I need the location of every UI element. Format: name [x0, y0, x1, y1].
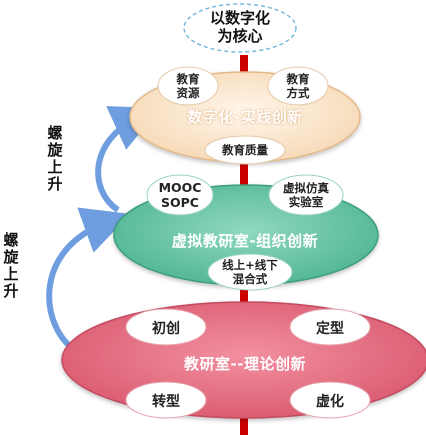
- middle-tag-bubble: [207, 253, 293, 291]
- spiral-label-upper: 螺 旋 上 升: [47, 124, 63, 193]
- middle-tag-virtual-lab: 虚拟仿真 实验室: [283, 181, 329, 209]
- spiral-label-lower: 螺 旋 上 升: [3, 231, 19, 300]
- bottom-tag-bubble: [125, 308, 207, 346]
- middle-level-title: 虚拟教研室-组织创新: [171, 232, 319, 250]
- bottom-tag-bubble: [125, 381, 207, 419]
- middle-tag-blended: 线上+线下 混合式: [222, 258, 278, 286]
- middle-tag-mooc-sopc: MOOC SOPC: [158, 180, 202, 210]
- core-ellipse: [183, 3, 297, 53]
- spiral-arrow-upper: [95, 106, 160, 213]
- bottom-tag-bubble: [289, 308, 371, 346]
- top-tag-bubble: [267, 66, 329, 106]
- bottom-tag-virtualization: 虚化: [316, 394, 344, 410]
- top-level-title: 数字化-实践创新: [187, 108, 303, 126]
- top-tag-bubble: [204, 135, 286, 165]
- bottom-tag-transformation: 转型: [152, 394, 180, 410]
- top-tag-education-resources: 教育 资源: [176, 72, 200, 100]
- bottom-tag-bubble: [289, 381, 371, 419]
- bottom-tag-stereotype: 定型: [316, 321, 344, 337]
- top-tag-education-quality: 教育质量: [222, 143, 268, 157]
- middle-tag-bubble: [268, 174, 344, 216]
- bottom-level-title: 教研室--理论创新: [184, 355, 306, 373]
- core-label: 以数字化 为核心: [209, 9, 270, 45]
- top-tag-bubble: [157, 66, 219, 106]
- bottom-tag-inception: 初创: [152, 321, 180, 337]
- middle-tag-bubble: [146, 174, 214, 216]
- top-tag-education-methods: 教育 方式: [286, 72, 310, 100]
- spiral-arrow-lower: [46, 207, 131, 355]
